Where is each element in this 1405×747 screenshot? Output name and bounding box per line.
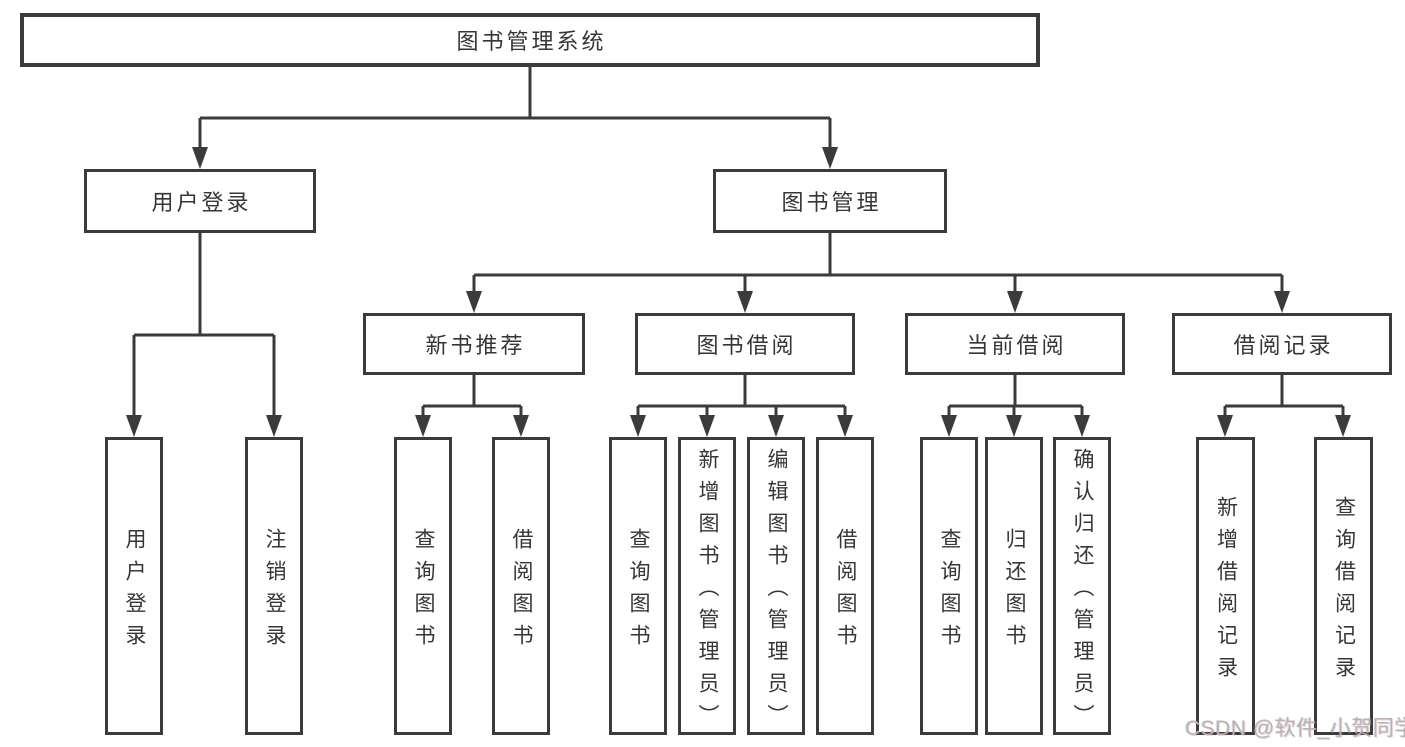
leaf-records-add-record-label: 新增借阅记录 <box>1214 495 1238 688</box>
leaf-current-return-book-label: 归还图书 <box>1003 527 1026 656</box>
leaf-current-return-book: 归还图书 <box>985 437 1043 735</box>
node-book-management: 图书管理 <box>713 169 947 233</box>
leaf-current-query-book: 查询图书 <box>920 437 978 735</box>
node-new-book-recommend: 新书推荐 <box>363 313 585 375</box>
leaf-user-login-label: 用户登录 <box>123 527 146 656</box>
connector-paths <box>132 67 1345 420</box>
leaf-borrowing-borrow-book-label: 借阅图书 <box>834 527 857 656</box>
leaf-recommend-borrow-book-label: 借阅图书 <box>510 527 533 656</box>
leaf-borrowing-query-book-label: 查询图书 <box>627 527 650 656</box>
leaf-current-confirm-return-admin: 确认归还（管理员） <box>1053 437 1111 736</box>
leaf-borrowing-edit-book-admin-label: 编辑图书（管理员） <box>765 447 788 736</box>
leaf-records-add-record: 新增借阅记录 <box>1196 437 1255 735</box>
leaf-current-confirm-return-admin-label: 确认归还（管理员） <box>1071 447 1094 736</box>
node-book-borrowing: 图书借阅 <box>635 313 855 375</box>
leaf-recommend-borrow-book: 借阅图书 <box>492 437 550 735</box>
leaf-borrowing-edit-book-admin: 编辑图书（管理员） <box>747 437 805 736</box>
node-borrow-records: 借阅记录 <box>1172 313 1392 375</box>
leaf-borrowing-add-book-admin-label: 新增图书（管理员） <box>696 447 719 736</box>
leaf-user-login: 用户登录 <box>105 437 163 735</box>
leaf-logout: 注销登录 <box>245 437 303 735</box>
leaf-current-query-book-label: 查询图书 <box>938 527 961 656</box>
leaf-borrowing-borrow-book: 借阅图书 <box>816 437 874 735</box>
leaf-records-query-record: 查询借阅记录 <box>1314 437 1373 735</box>
node-current-borrowing: 当前借阅 <box>905 313 1125 375</box>
csdn-watermark: CSDN @软件_小贺同学 <box>1185 717 1405 740</box>
leaf-recommend-query-book: 查询图书 <box>394 437 452 735</box>
arrowheads <box>126 147 1351 437</box>
node-library-system: 图书管理系统 <box>20 13 1040 67</box>
node-user-login: 用户登录 <box>84 169 316 233</box>
leaf-borrowing-query-book: 查询图书 <box>609 437 667 735</box>
leaf-recommend-query-book-label: 查询图书 <box>412 527 435 656</box>
leaf-borrowing-add-book-admin: 新增图书（管理员） <box>678 437 736 736</box>
leaf-records-query-record-label: 查询借阅记录 <box>1332 495 1356 688</box>
leaf-logout-label: 注销登录 <box>263 527 286 656</box>
